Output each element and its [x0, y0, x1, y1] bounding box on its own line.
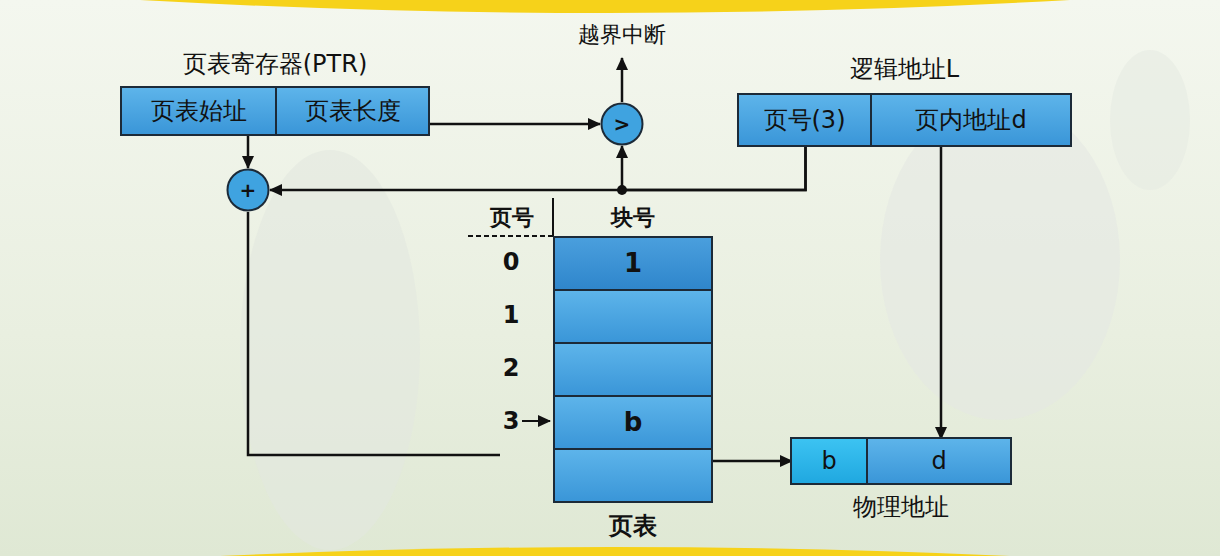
node-text: 页号(3) [764, 106, 846, 135]
faint-figure [1110, 50, 1190, 190]
faint-figure [240, 150, 420, 550]
connector-arrow [248, 212, 500, 455]
row-number: 2 [500, 354, 522, 382]
table-row: 1 [553, 236, 713, 291]
column-header: 块号 [608, 203, 658, 233]
register-field: 页表长度 [277, 88, 428, 134]
node-text: b [624, 407, 643, 438]
node-text: 页内地址d [915, 106, 1026, 135]
node-text: + [240, 178, 257, 202]
connector-arrow [247, 134, 250, 168]
page-table: 页表1b [500, 236, 713, 503]
connector-arrow [940, 145, 943, 439]
address-field: d [868, 439, 1010, 483]
address-field: 页内地址d [872, 95, 1070, 145]
table-row [553, 342, 713, 397]
node-heading: 页表 [553, 510, 713, 542]
faint-figure [880, 100, 1120, 420]
column-header: 页号 [487, 203, 537, 233]
address-field: 页号(3) [739, 95, 872, 145]
node-text: b [821, 447, 836, 476]
address-field: b [792, 439, 868, 483]
overflow-arrow [621, 58, 624, 102]
connector-arrow [428, 123, 600, 126]
table-row [553, 289, 713, 344]
header-separator [552, 198, 554, 236]
connector-arrow [270, 145, 806, 190]
circle-shape [228, 170, 269, 211]
node-text: > [614, 112, 631, 136]
row-pointer [522, 420, 550, 422]
address-box: 物理地址bd [790, 437, 1012, 485]
header-rule [468, 235, 553, 237]
register-box: 页表寄存器(PTR)页表始址页表长度 [120, 86, 430, 136]
top-band [140, 0, 1070, 13]
node-text: 页表始址 [151, 97, 247, 126]
row-number: 0 [500, 248, 522, 276]
bottom-band [220, 547, 1010, 556]
table-row [553, 448, 713, 503]
connector-arrow [713, 460, 792, 463]
node-text: 1 [624, 248, 642, 279]
circle-shape [602, 104, 643, 145]
connector-arrow [622, 145, 806, 190]
node-heading: 物理地址 [752, 491, 1050, 523]
node-text: 页表长度 [305, 97, 401, 126]
node-heading: 逻辑地址L [699, 53, 1110, 85]
row-number: 1 [500, 301, 522, 329]
address-box: 逻辑地址L页号(3)页内地址d [737, 93, 1072, 147]
table-row: b [553, 395, 713, 450]
node-heading: 页表寄存器(PTR) [82, 48, 468, 80]
row-number: 3 [500, 407, 522, 435]
register-field: 页表始址 [122, 88, 277, 134]
node-text: d [931, 447, 946, 476]
interrupt-label: 越界中断 [560, 20, 684, 50]
comparator-circle: > [600, 102, 644, 146]
adder-circle: + [226, 168, 270, 212]
